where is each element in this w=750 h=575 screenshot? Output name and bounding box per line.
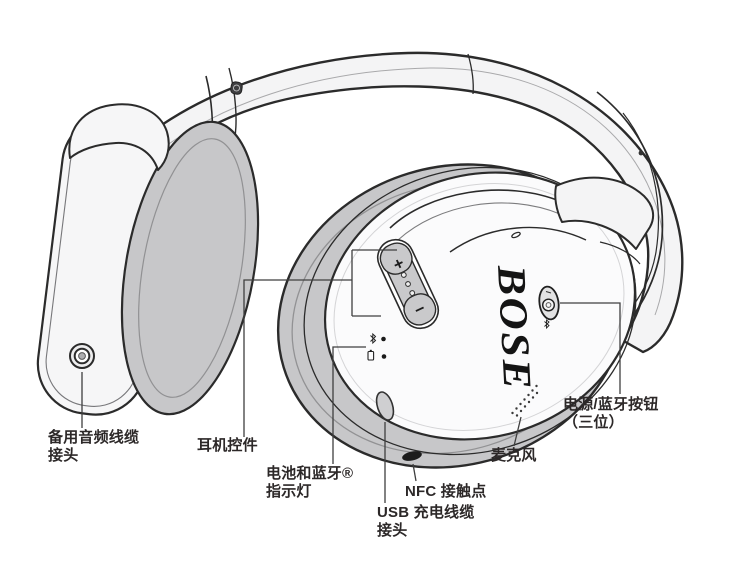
callout-line: （三位） — [563, 413, 624, 431]
headband-end-hole — [638, 150, 644, 156]
multifunction-button — [400, 271, 416, 297]
audio-jack — [69, 343, 95, 369]
callout-line: NFC 接触点 — [405, 483, 487, 500]
leader-lines — [81, 249, 621, 503]
callout-line: 备用音频线缆 — [48, 429, 140, 446]
leader-power — [560, 302, 621, 394]
callout-battery-bluetooth-indicator: 电池和蓝牙® 指示灯 — [266, 465, 353, 500]
left-ear-cushion — [120, 120, 260, 416]
leader-mic — [513, 416, 522, 447]
battery-icon — [367, 349, 375, 361]
battery-led — [381, 354, 387, 359]
bluetooth-icon — [544, 319, 550, 330]
leader-battery — [332, 346, 366, 464]
right-earcup-face — [323, 171, 637, 441]
battery-bluetooth-indicators — [367, 332, 387, 361]
bluetooth-led — [381, 336, 386, 342]
callout-power-bluetooth-button: 电源/蓝牙按钮 （三位） — [563, 396, 659, 431]
callout-line: 电源/蓝牙按钮 — [563, 396, 659, 413]
callout-usb-connector: USB 充电线缆 接头 — [377, 504, 474, 539]
bluetooth-icon — [370, 332, 377, 345]
microphone-holes — [511, 384, 539, 417]
headphone-controls: + − — [376, 238, 440, 330]
callout-line: 麦克风 — [491, 447, 537, 464]
leader-controls — [243, 249, 397, 437]
headband-emblem-icon — [230, 81, 243, 95]
headband-hinge-hook — [68, 103, 170, 171]
yoke-arm — [554, 176, 655, 250]
callout-line: 接头 — [377, 521, 408, 539]
bose-logo: BOSE — [489, 263, 541, 392]
nfc-contact — [402, 451, 422, 461]
top-mic-slot — [511, 231, 521, 239]
volume-down-button — [403, 293, 437, 326]
callout-line: 指示灯 — [266, 482, 312, 500]
callout-line: USB 充电线缆 — [377, 504, 475, 521]
power-bluetooth-slider — [538, 285, 560, 330]
callout-line: 耳机控件 — [197, 437, 258, 454]
callout-aux-connector: 备用音频线缆 接头 — [48, 429, 139, 464]
callout-nfc-contact: NFC 接触点 — [405, 483, 486, 501]
headband-seam — [467, 53, 474, 95]
volume-up-button — [379, 242, 413, 275]
leader-nfc — [412, 463, 417, 482]
callout-headphone-controls: 耳机控件 — [197, 437, 258, 455]
left-earcup — [36, 103, 260, 416]
usb-port — [375, 391, 395, 421]
headband — [102, 51, 684, 354]
callout-microphone: 麦克风 — [491, 447, 537, 465]
callout-line: 接头 — [48, 446, 79, 464]
right-earcup: BOSE — [276, 163, 655, 469]
callout-line: 电池和蓝牙® — [266, 465, 354, 482]
